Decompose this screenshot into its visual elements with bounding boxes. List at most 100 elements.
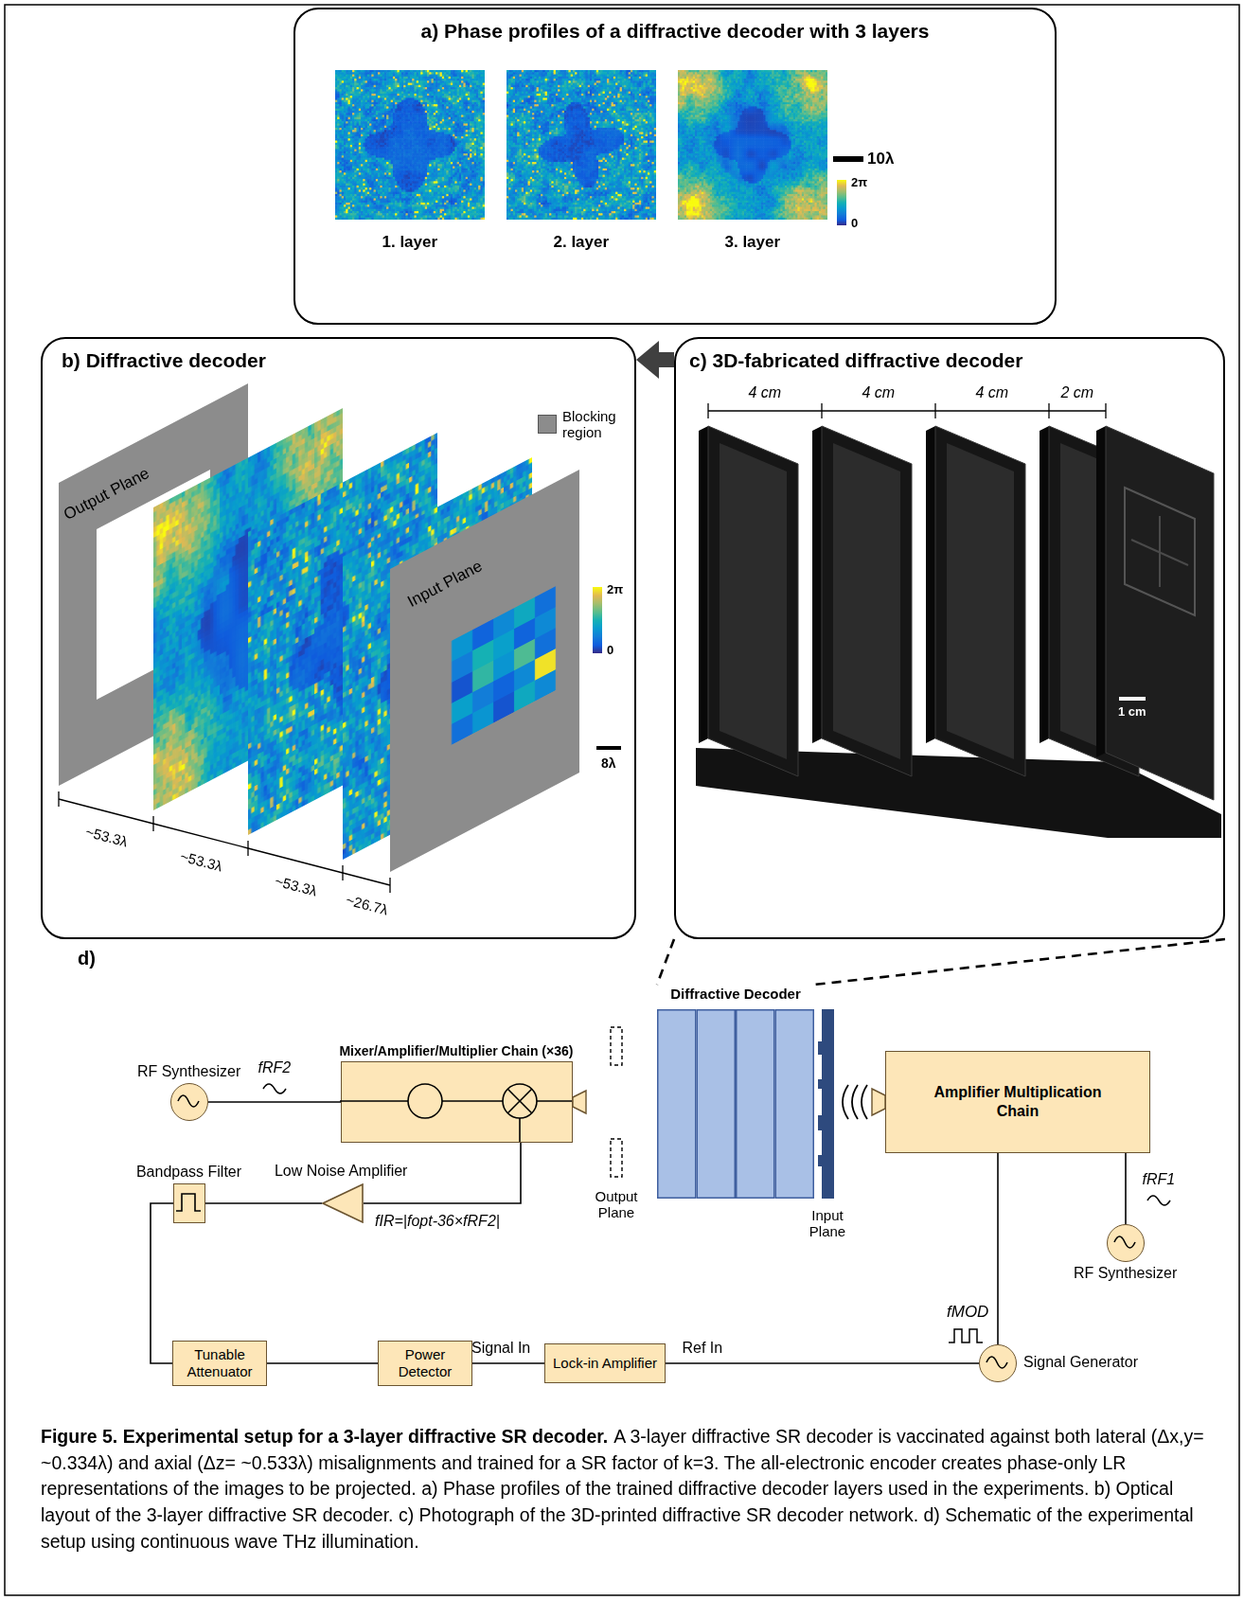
panel-title: b) Diffractive decoder	[42, 338, 635, 373]
tick	[707, 403, 709, 419]
colorbar	[836, 179, 847, 226]
connector-line	[205, 1202, 322, 1205]
tick	[389, 877, 391, 893]
frame	[708, 426, 799, 777]
plate-cross	[1131, 539, 1189, 566]
colorbar-label: 2π	[851, 176, 868, 191]
filter-passband	[176, 1193, 201, 1211]
connector-line	[150, 1203, 174, 1364]
power-detector-box: Power Detector	[377, 1340, 473, 1387]
dimension-label: 2 cm	[1061, 384, 1095, 402]
dimension-line	[58, 799, 391, 886]
input-relief	[817, 1079, 822, 1089]
output-aperture	[610, 1138, 622, 1177]
node-label: Signal Generator	[1023, 1353, 1138, 1371]
signal-generator: Signal Generator	[978, 1344, 1017, 1383]
frame-side	[812, 426, 822, 744]
node-text: Amplifier Multiplication Chain	[927, 1083, 1108, 1121]
tick	[934, 403, 936, 419]
bandpass-filter: Bandpass Filter	[173, 1183, 206, 1224]
connector	[150, 1203, 174, 1364]
frame-side	[925, 426, 936, 744]
edge-label: fRF1	[1142, 1171, 1176, 1189]
connector	[657, 939, 675, 985]
connector-line	[814, 939, 1226, 985]
scale-label: 10λ	[867, 149, 894, 169]
edge-label: Ref In	[682, 1339, 724, 1357]
amplifier-chain-box: Amplifier Multiplication Chain	[885, 1050, 1151, 1154]
mixer-chain-symbols	[339, 1060, 572, 1142]
dimension-label: ~53.3λ	[272, 871, 319, 899]
diffractive-decoder: Diffractive Decoder	[657, 984, 815, 1199]
connector	[636, 340, 675, 379]
connector	[814, 939, 1226, 985]
colorbar-label: 0	[851, 216, 858, 232]
frame	[935, 426, 1026, 777]
panel-a: a) Phase profiles of a diffractive decod…	[293, 7, 1057, 325]
input-plane-bar	[821, 1009, 835, 1199]
node-label: Bandpass Filter	[136, 1163, 242, 1181]
connector	[205, 1203, 322, 1205]
tick	[1048, 403, 1049, 419]
legend-swatch	[537, 414, 557, 434]
tick	[1104, 403, 1106, 419]
output-aperture	[610, 1027, 622, 1066]
layer-plate	[719, 443, 787, 760]
tick	[247, 840, 249, 856]
pulse-icon	[948, 1329, 983, 1343]
colorbar-label: 2π	[606, 583, 623, 598]
wave-arc	[852, 1084, 858, 1120]
sine-wave	[177, 1095, 199, 1107]
signal-line	[519, 1118, 522, 1142]
tick	[57, 791, 59, 807]
scale-label: 1 cm	[1118, 705, 1147, 720]
connector-line	[266, 1362, 378, 1365]
dimension-label: 4 cm	[862, 384, 896, 402]
connector	[997, 1153, 999, 1345]
mixer-cross	[508, 1089, 533, 1114]
printed-holder	[695, 426, 1222, 838]
connector	[472, 1363, 545, 1365]
dimension-label: ~26.7λ	[343, 890, 390, 918]
dimension-line	[708, 409, 1106, 411]
frame-side	[1039, 426, 1049, 744]
caption-block: Figure 5. Experimental setup for a 3-lay…	[40, 1423, 1208, 1555]
decoder-layer	[775, 1010, 814, 1199]
connector	[1125, 1153, 1127, 1225]
sine-wave	[986, 1356, 1008, 1369]
connector-line	[665, 1362, 979, 1365]
dimension-label: 4 cm	[748, 384, 782, 402]
sine-icon	[1147, 1195, 1171, 1206]
edge-label: Signal In	[471, 1339, 531, 1357]
decoder-layer	[736, 1010, 775, 1199]
input-phase-grid	[451, 586, 556, 746]
node-label: RF Synthesizer	[137, 1063, 241, 1081]
input-relief	[817, 1115, 822, 1131]
horn-antenna	[871, 1088, 886, 1116]
wave-arcs	[842, 1084, 868, 1120]
decoder-layers	[657, 1009, 815, 1199]
connector	[266, 1363, 378, 1365]
sine-icon	[263, 1084, 286, 1094]
rf-synthesizer: RF Synthesizer	[1106, 1224, 1145, 1262]
node-label: Mixer/Amplifier/Multiplier Chain (×36)	[338, 1043, 573, 1059]
decoder-layer	[657, 1010, 696, 1199]
input-relief	[817, 1155, 822, 1167]
caption-title: Figure 5. Experimental setup for a 3-lay…	[40, 1425, 608, 1447]
amplifier-symbol	[408, 1084, 443, 1119]
low-noise-amplifier: Low Noise Amplifier	[321, 1183, 364, 1224]
connector-line	[657, 939, 675, 985]
input-relief	[817, 1041, 822, 1055]
dimension-lines	[58, 791, 391, 893]
dimension-label: ~53.3λ	[83, 822, 129, 850]
sine-symbol	[977, 1343, 1016, 1382]
mixer-symbol	[502, 1084, 537, 1119]
panel-title: a) Phase profiles of a diffractive decod…	[295, 9, 1055, 43]
panel-letter: d)	[77, 947, 96, 970]
node-label: RF Synthesizer	[1073, 1264, 1177, 1282]
connector-line	[996, 1153, 999, 1345]
scale-label: 8λ	[601, 755, 617, 771]
layer-plate	[833, 443, 901, 760]
layer-plate	[946, 443, 1014, 760]
